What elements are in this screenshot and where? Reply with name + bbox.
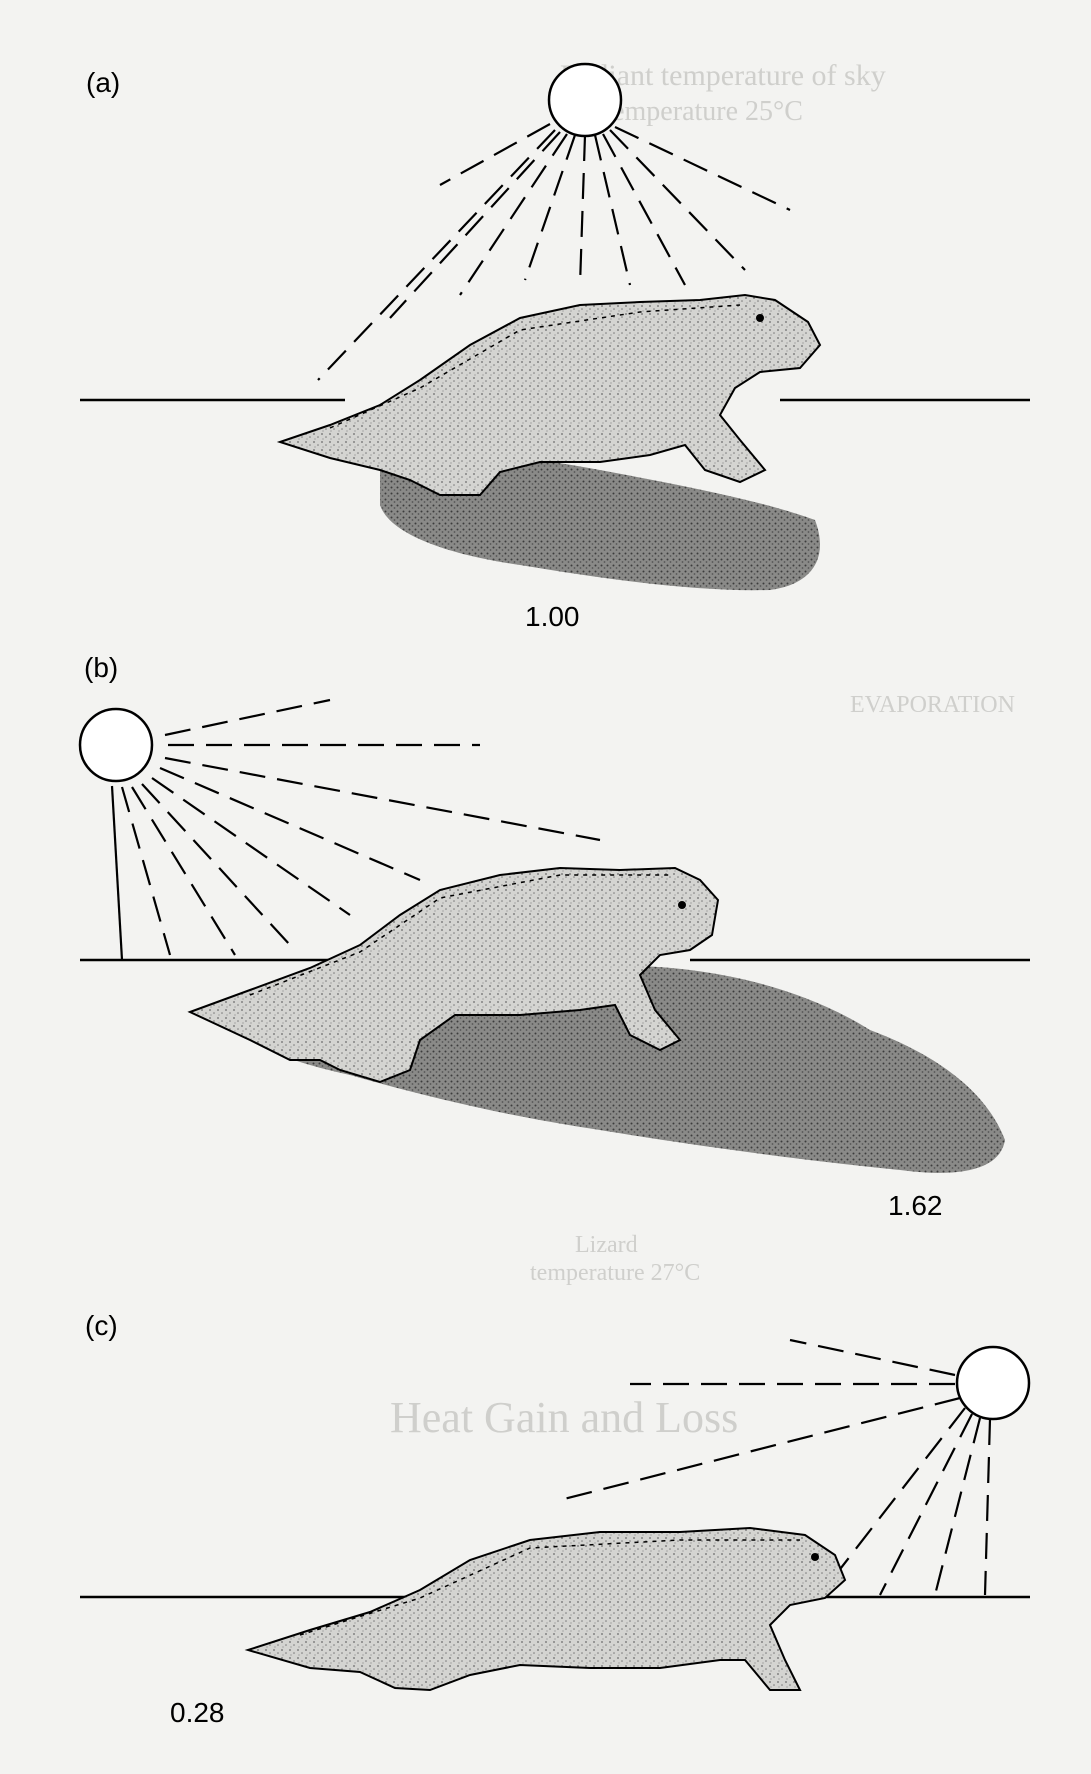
- sun-icon: [955, 1345, 1031, 1421]
- sun-rays-c: [559, 1338, 992, 1596]
- bleed-line: Heat Gain and Loss: [390, 1393, 738, 1442]
- panel-c: (c) 0.28: [80, 1310, 1031, 1728]
- sun-rays-b: [110, 698, 601, 961]
- panel-a: (a) 1.00: [80, 62, 1030, 632]
- panel-b-label: (b): [84, 652, 118, 683]
- bleed-through-text: Radiant temperature of sky Air temperatu…: [390, 59, 1015, 1442]
- panel-a-label: (a): [86, 67, 120, 98]
- lizard-illustration: [187, 866, 720, 1084]
- bleed-line: temperature 27°C: [530, 1260, 700, 1286]
- sun-icon: [78, 707, 154, 783]
- panel-b: (b) 1.62: [78, 652, 1030, 1221]
- ratio-value-b: 1.62: [888, 1190, 943, 1221]
- lizard-illustration: [276, 293, 822, 496]
- ratio-value-c: 0.28: [170, 1697, 225, 1728]
- sun-rays-a: [317, 123, 791, 381]
- ratio-value-a: 1.00: [525, 601, 580, 632]
- bleed-line: EVAPORATION: [850, 692, 1015, 718]
- bleed-line: Lizard: [575, 1232, 638, 1258]
- panel-c-label: (c): [85, 1310, 118, 1341]
- shadow-shape: [380, 454, 820, 591]
- sun-icon: [547, 62, 623, 138]
- lizard-illustration: [244, 1526, 847, 1692]
